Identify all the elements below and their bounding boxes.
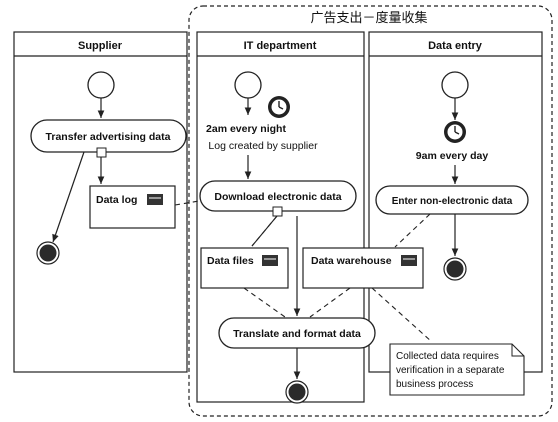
lane-title-it-department: IT department xyxy=(244,40,317,52)
objflow-enter-to-warehouse xyxy=(394,213,431,248)
data-files-store-icon xyxy=(262,255,278,266)
timer-entry-label: 9am every day xyxy=(416,150,489,162)
activity-download-label: Download electronic data xyxy=(214,191,341,203)
timer-it-icon xyxy=(268,96,290,118)
activity-enter-label: Enter non-electronic data xyxy=(392,196,513,207)
object-data-log xyxy=(89,185,176,229)
initial-node-entry xyxy=(441,71,469,99)
activity-transfer xyxy=(30,119,187,153)
timer-it-label: 2am every night xyxy=(206,123,286,135)
final-node-it xyxy=(285,380,309,404)
final-node-supplier xyxy=(36,241,60,265)
pin-download xyxy=(272,206,283,217)
activity-transfer-label: Transfer advertising data xyxy=(46,131,171,143)
initial-node-it xyxy=(234,71,262,99)
log-created-label: Log created by supplier xyxy=(208,140,318,152)
group-title: 广告支出－度量收集 xyxy=(310,10,427,25)
note-anchor-line xyxy=(371,287,433,343)
lane-title-data-entry: Data entry xyxy=(428,40,483,52)
object-data-warehouse-label: Data warehouse xyxy=(311,255,392,267)
data-warehouse-store-icon xyxy=(401,255,417,266)
activity-group-boundary xyxy=(188,5,553,417)
note: Collected data requires verification in … xyxy=(389,343,525,396)
objflow-datalog-to-download xyxy=(174,200,200,206)
swimlane-supplier: Supplier xyxy=(13,31,188,373)
timer-entry-icon xyxy=(444,121,466,143)
initial-node-supplier xyxy=(87,71,115,99)
lane-title-supplier: Supplier xyxy=(78,40,123,52)
final-node-entry xyxy=(443,257,467,281)
objflow-warehouse-to-translate xyxy=(309,287,351,318)
activity-translate-label: Translate and format data xyxy=(233,328,361,340)
note-line-3: business process xyxy=(396,379,473,390)
objflow-files-to-translate xyxy=(243,287,286,318)
swimlane-it-department: IT department xyxy=(196,31,365,403)
activity-enter xyxy=(375,185,529,215)
object-data-files xyxy=(200,247,289,289)
object-data-log-label: Data log xyxy=(96,194,137,206)
pin-transfer xyxy=(96,147,107,158)
note-line-1: Collected data requires xyxy=(396,351,499,362)
flow-transfer-to-end xyxy=(52,151,85,243)
data-log-store-icon xyxy=(147,194,163,205)
object-data-files-label: Data files xyxy=(207,255,254,267)
object-data-warehouse xyxy=(302,247,424,289)
note-line-2: verification in a separate xyxy=(396,365,505,376)
